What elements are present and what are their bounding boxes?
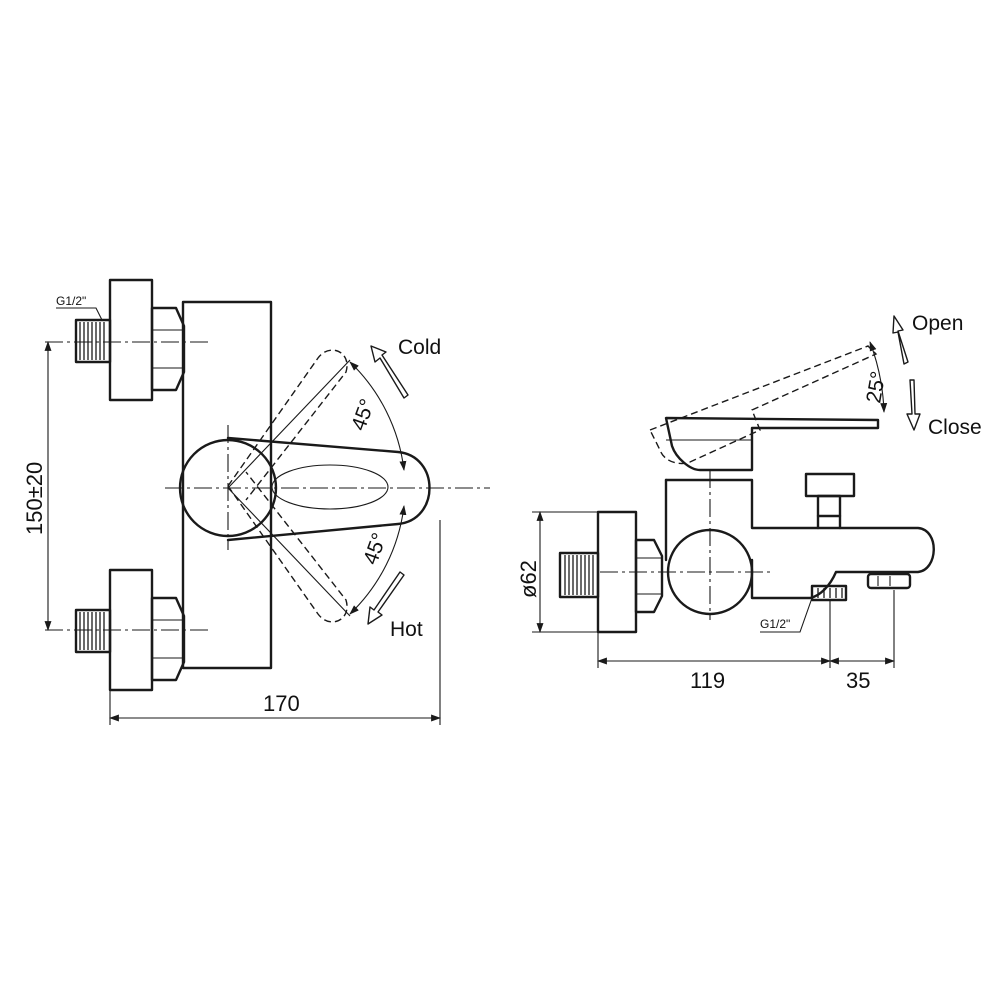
side-view: G1/2" ø62 119 35 25° Open Close xyxy=(516,312,982,693)
diameter-dimension-label: ø62 xyxy=(516,560,541,598)
thread-leader-front xyxy=(56,307,103,321)
side-body xyxy=(664,478,935,600)
spout-tip xyxy=(866,572,912,590)
thread-label-front: G1/2" xyxy=(56,294,86,308)
bottom-thread-lines xyxy=(79,612,105,650)
hot-label: Hot xyxy=(390,618,423,641)
bottom-nut xyxy=(150,596,186,682)
spout-dimension-label: 35 xyxy=(846,668,870,693)
thread-label-side: G1/2" xyxy=(760,617,790,631)
front-view: Cold Hot 45° 45° G1/2" 150±20 170 xyxy=(22,278,490,725)
side-nut xyxy=(634,538,664,614)
lift-angle-arc xyxy=(869,341,888,413)
height-dimension-label: 150±20 xyxy=(22,462,47,535)
bottom-inlet-assembly xyxy=(45,568,210,692)
lever-inner-outline xyxy=(271,464,389,510)
angle-label-cold: 45° xyxy=(347,396,379,434)
top-thread-fitting xyxy=(74,318,112,364)
angle-arc-cold xyxy=(349,361,407,471)
close-arrow-icon xyxy=(906,379,921,431)
lever-cold-position xyxy=(227,349,348,501)
diverter-knob xyxy=(804,472,856,498)
side-thread-lines xyxy=(564,555,594,595)
angle-label-hot: 45° xyxy=(359,530,391,568)
cold-direction-arrow-icon xyxy=(370,345,409,399)
bottom-thread-fitting xyxy=(74,608,112,654)
angle-arc-hot xyxy=(349,505,407,615)
top-escutcheon xyxy=(108,278,154,402)
width-dimension-label: 170 xyxy=(263,691,300,716)
top-nut xyxy=(150,306,186,392)
bottom-outlet xyxy=(810,584,848,602)
side-thread-fitting xyxy=(558,551,600,599)
lift-angle-label: 25° xyxy=(862,370,890,405)
thread-leader-side xyxy=(760,597,813,633)
lever-hot-position xyxy=(227,471,348,623)
hot-direction-arrow-icon xyxy=(367,571,405,625)
diverter-stem xyxy=(816,494,842,518)
depth-dimension-label: 119 xyxy=(690,668,725,693)
side-lever xyxy=(664,416,880,472)
side-lever-raised xyxy=(649,345,878,465)
close-label: Close xyxy=(928,416,982,439)
body-plate xyxy=(181,300,273,670)
top-inlet-assembly xyxy=(45,278,210,402)
top-thread-lines xyxy=(79,322,105,360)
open-label: Open xyxy=(912,312,963,335)
cold-label: Cold xyxy=(398,336,441,359)
open-arrow-icon xyxy=(892,315,909,365)
